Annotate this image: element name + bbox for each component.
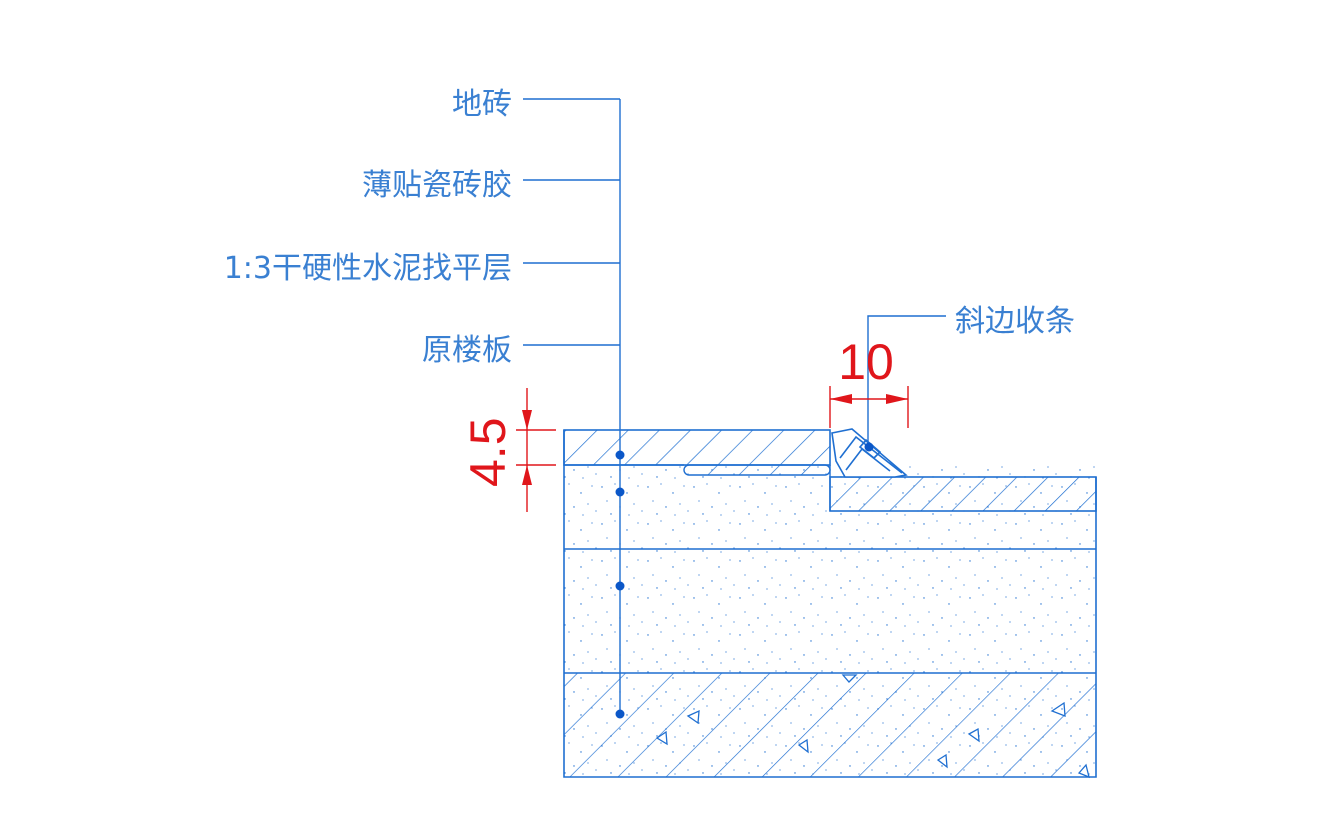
- right-floor-tile: [829, 476, 1097, 512]
- label-cement-screed: 1:3干硬性水泥找平层: [224, 251, 512, 286]
- bevel-trim-profile: [831, 428, 908, 478]
- aggregate-marks: [655, 674, 1090, 779]
- section-body: [563, 428, 1097, 779]
- dimension-thickness-text: 4.5: [460, 417, 516, 487]
- leader-dots: [615, 442, 874, 719]
- adhesive-bar: [683, 464, 831, 476]
- label-floor-tile: 地砖: [452, 87, 512, 122]
- left-floor-tile: [563, 429, 831, 466]
- dimension-trim-width: [829, 386, 909, 428]
- label-original-slab: 原楼板: [422, 333, 512, 368]
- section-outline: [563, 430, 1097, 778]
- label-bevel-trim: 斜边收条: [955, 304, 1075, 339]
- label-tile-adhesive: 薄贴瓷砖胶: [362, 168, 512, 203]
- leader-lines: [523, 98, 946, 714]
- dimension-trim-width-text: 10: [838, 334, 894, 390]
- dimension-thickness: [516, 388, 556, 512]
- slab-hatch: [564, 673, 1096, 777]
